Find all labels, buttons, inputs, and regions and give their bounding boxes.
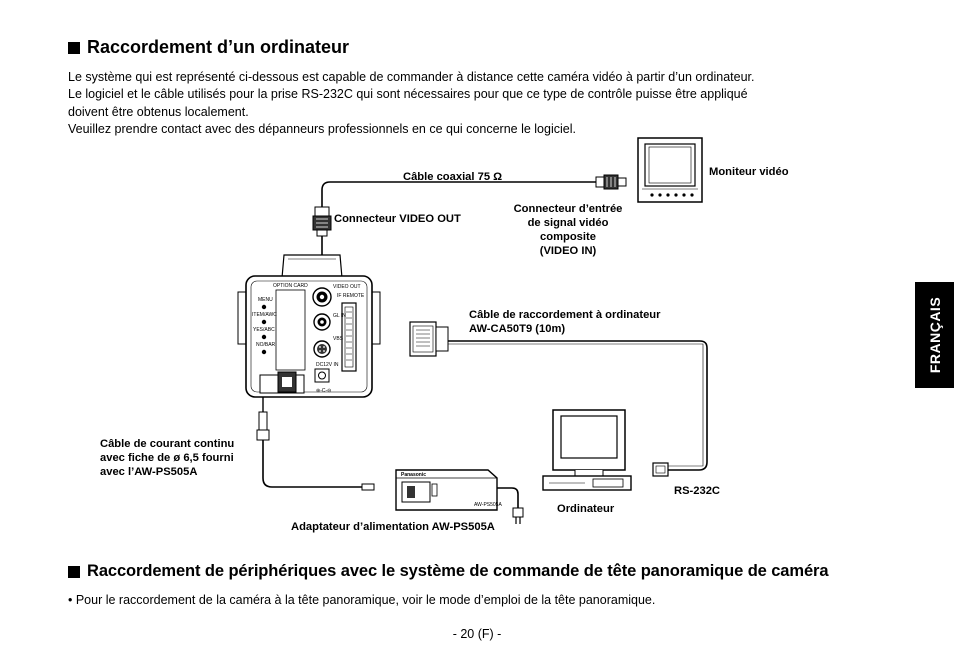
camera-menu-label: MENU bbox=[258, 297, 273, 303]
camera-if-remote-label: IF REMOTE bbox=[337, 293, 365, 299]
language-tab: FRANÇAIS bbox=[915, 282, 954, 388]
video-in-connector-label-line: de signal vidéo bbox=[528, 217, 609, 229]
dc-cable bbox=[262, 440, 362, 488]
square-bullet-icon bbox=[68, 565, 80, 578]
section-heading-peripherals: Raccordement de périphériques avec le sy… bbox=[68, 562, 829, 581]
svg-text:⊕-C-⊖: ⊕-C-⊖ bbox=[316, 388, 331, 394]
camera-item-awc-label: ITEM/AWC bbox=[252, 312, 277, 318]
camera-gl-in-label: GL IN bbox=[333, 313, 346, 319]
rs232c-label: RS-232C bbox=[674, 485, 720, 497]
intro-line: Le système qui est représenté ci-dessous… bbox=[68, 70, 755, 84]
page-number: - 20 (F) - bbox=[452, 627, 502, 641]
bnc-plug-monitor-icon bbox=[595, 174, 627, 190]
coax-cable bbox=[321, 181, 596, 212]
video-monitor-icon bbox=[637, 137, 703, 203]
dc-plug-camera-icon bbox=[256, 411, 270, 441]
video-monitor-label: Moniteur vidéo bbox=[709, 166, 789, 178]
adapter-brand-label: Panasonic bbox=[401, 472, 426, 478]
rs232c-plug-icon bbox=[652, 462, 669, 477]
intro-line: Veuillez prendre contact avec des dépann… bbox=[68, 122, 576, 137]
intro-line: doivent être obtenus localement. bbox=[68, 104, 249, 119]
power-adapter-icon bbox=[395, 469, 498, 511]
adapter-model-label: AW-PS505A bbox=[474, 502, 502, 508]
camera-video-out-label: VIDEO OUT bbox=[333, 284, 361, 290]
section-heading-computer-connection: Raccordement d’un ordinateur bbox=[68, 37, 349, 58]
pc-cable-outline bbox=[448, 343, 704, 467]
computer-label: Ordinateur bbox=[557, 503, 615, 515]
pc-cable-label-line: Câble de raccordement à ordinateur bbox=[469, 309, 661, 321]
camera-yes-abc-label: YES/ABC bbox=[253, 327, 275, 333]
square-bullet-icon bbox=[68, 41, 80, 54]
intro-paragraph: Le système qui est représenté ci-dessous… bbox=[68, 69, 755, 139]
heading-text: Raccordement de périphériques avec le sy… bbox=[87, 562, 829, 580]
dc-plug-icon bbox=[361, 483, 375, 491]
pan-tilt-note: • Pour le raccordement de la caméra à la… bbox=[68, 593, 656, 607]
coax-cable-label: Câble coaxial 75 Ω bbox=[403, 171, 502, 183]
video-out-connector-label: Connecteur VIDEO OUT bbox=[334, 213, 461, 225]
camera-vbs-label: VBS bbox=[333, 336, 344, 342]
pc-cable bbox=[448, 340, 708, 471]
ac-plug-icon bbox=[512, 507, 524, 524]
camera-option-card-label: OPTION CARD bbox=[273, 283, 308, 289]
dc-cable-label-line: avec l’AW-PS505A bbox=[100, 466, 197, 478]
ac-cord bbox=[497, 487, 519, 508]
language-tab-label: FRANÇAIS bbox=[926, 296, 943, 374]
pc-cable-label-line: AW-CA50T9 (10m) bbox=[469, 323, 565, 335]
camera-dc12v-label: DC12V IN bbox=[316, 362, 339, 368]
intro-line: Le logiciel et le câble utilisés pour la… bbox=[68, 87, 748, 102]
heading-text: Raccordement d’un ordinateur bbox=[87, 37, 350, 57]
computer-icon bbox=[542, 409, 632, 491]
dsub-connector-icon bbox=[409, 321, 449, 357]
power-adapter-label: Adaptateur d’alimentation AW-PS505A bbox=[291, 521, 495, 533]
camera-rear-icon: ⊕-C-⊖ bbox=[237, 254, 381, 398]
dc-cable-label-line: Câble de courant continu bbox=[100, 438, 234, 450]
video-in-connector-label-line: Connecteur d’entrée bbox=[514, 203, 623, 215]
dc-cable-label-line: avec fiche de ø 6,5 fourni bbox=[100, 452, 234, 464]
video-in-connector-label-line: composite bbox=[540, 231, 596, 243]
bnc-plug-camera-icon bbox=[312, 206, 332, 237]
video-in-connector-label-line: (VIDEO IN) bbox=[540, 245, 597, 257]
camera-no-bar-label: NO/BAR bbox=[256, 342, 276, 348]
